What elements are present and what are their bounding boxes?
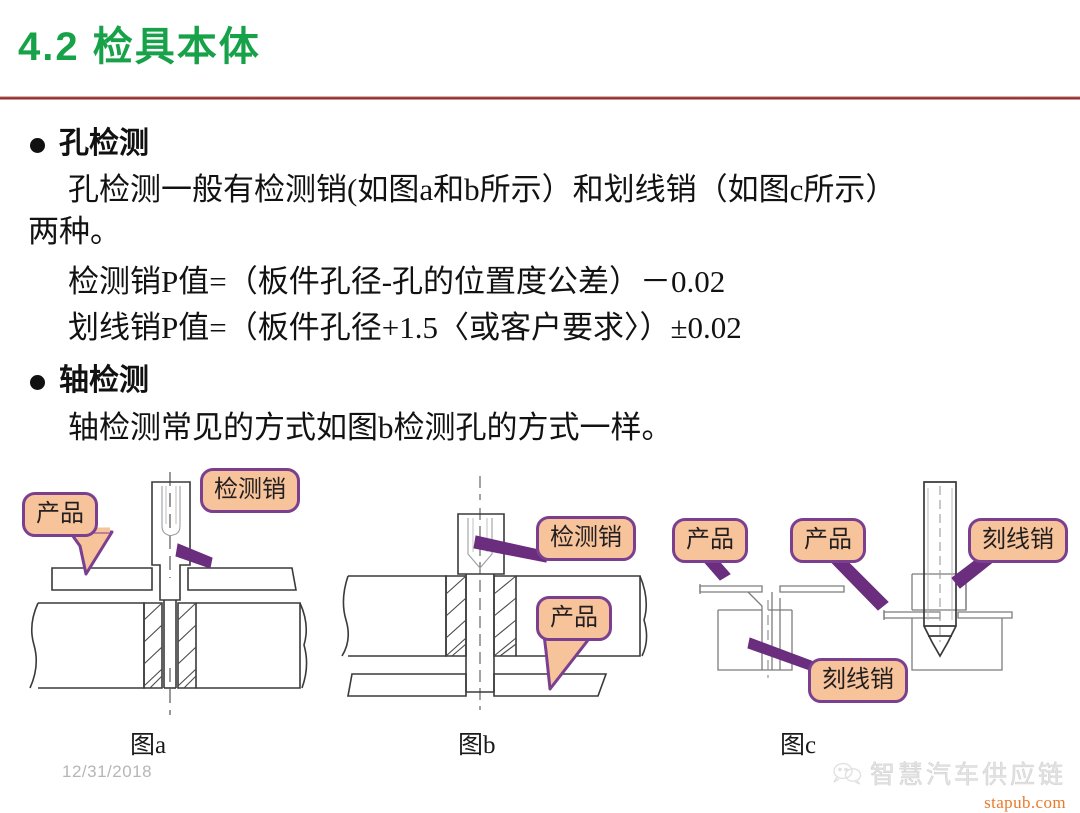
figure-c-caption: 图c <box>780 732 817 759</box>
callout-detection-pin-b: 检测销 <box>536 516 636 561</box>
callout-tail-product-b <box>542 630 594 691</box>
bullet-label-shaft-inspection: 轴检测 <box>59 364 149 397</box>
bullet-item-hole-inspection: 孔检测 <box>30 125 149 163</box>
paragraph-hole-line1: 孔检测一般有检测销(如图a和b所示）和划线销（如图c所示） <box>68 172 897 207</box>
watermark-site: stapub.com <box>984 793 1066 812</box>
bullet-item-shaft-inspection: 轴检测 <box>30 362 149 400</box>
figure-b-caption: 图b <box>458 732 496 759</box>
paragraph-shaft-line1: 轴检测常见的方式如图b检测孔的方式一样。 <box>68 410 673 445</box>
callout-product-left-c: 产品 <box>672 518 748 563</box>
title-divider <box>0 96 1080 100</box>
formula-scribe-pin: 划线销P值=（板件孔径+1.5〈或客户要求〉）±0.02 <box>68 310 742 345</box>
callout-product-b: 产品 <box>536 596 612 641</box>
page-title: 4.2 检具本体 <box>18 25 261 69</box>
callout-detection-pin-a: 检测销 <box>200 468 300 513</box>
callout-tail-product-a <box>68 527 114 576</box>
callout-product-mid-c: 产品 <box>790 518 866 563</box>
formula-detection-pin: 检测销P值=（板件孔径-孔的位置度公差）－0.02 <box>68 264 726 299</box>
callout-scribe-pin-bottom-c: 刻线销 <box>808 658 908 703</box>
bullet-label-hole-inspection: 孔检测 <box>59 127 149 160</box>
watermark-text: 智慧汽车供应链 <box>869 761 1066 790</box>
footer-date: 12/31/2018 <box>62 762 153 781</box>
bullet-dot-icon <box>30 375 45 390</box>
figure-a: 产品 检测销 图a <box>0 468 340 770</box>
figure-a-caption: 图a <box>130 732 167 759</box>
leader-line-detection-pin-a <box>175 543 213 569</box>
bullet-dot-icon <box>30 138 45 153</box>
figure-b-drawing <box>341 476 648 710</box>
figure-a-drawing <box>29 472 308 715</box>
figure-b: 检测销 产品 图b <box>340 470 680 770</box>
callout-scribe-pin-right-c: 刻线销 <box>968 518 1068 563</box>
watermark: 智慧汽车供应链 stapub.com <box>832 755 1066 813</box>
callout-product-a: 产品 <box>22 492 98 537</box>
wechat-icon <box>833 762 862 785</box>
figure-row: 产品 检测销 图a <box>0 468 1080 770</box>
paragraph-hole-line2: 两种。 <box>28 214 121 249</box>
figure-c: 产品 产品 刻线销 刻线销 图c <box>672 470 1080 770</box>
